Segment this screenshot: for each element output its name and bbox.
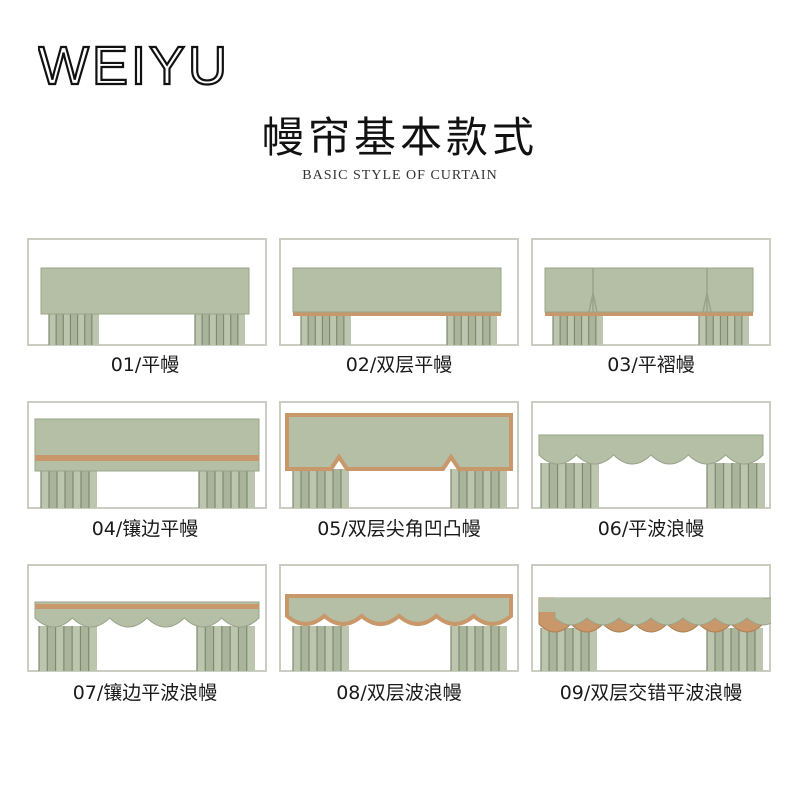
left-drape — [40, 467, 97, 508]
brand-logo: WEIYU — [37, 35, 238, 97]
style-card-01 — [27, 238, 267, 346]
style-label-08: 08/双层波浪幔 — [336, 682, 462, 704]
valance-top — [539, 598, 763, 612]
left-drape — [552, 310, 603, 345]
style-label-03: 03/平褶幔 — [607, 354, 695, 376]
left-drape — [292, 626, 349, 671]
left-drape — [540, 628, 597, 671]
right-drape — [196, 626, 255, 671]
valance-panel — [538, 434, 764, 465]
style-label-07: 07/镶边平波浪幔 — [72, 682, 218, 704]
valance-panel — [40, 267, 250, 315]
left-drape — [540, 463, 599, 508]
page-title: 幔帘基本款式 — [261, 113, 538, 162]
style-label-06: 06/平波浪幔 — [597, 518, 705, 540]
style-label-09: 09/双层交错平波浪幔 — [559, 682, 743, 704]
style-card-03 — [531, 238, 771, 346]
right-drape — [450, 626, 507, 671]
right-drape — [194, 310, 245, 345]
valance-panel — [292, 267, 502, 313]
pleat-line — [588, 268, 598, 313]
right-drape — [706, 463, 765, 508]
trim-band — [35, 604, 259, 609]
trim-layer — [293, 312, 501, 316]
trim-layer — [545, 312, 753, 316]
pleat-line — [702, 268, 712, 313]
style-card-04 — [27, 401, 267, 509]
left-drape — [48, 310, 99, 345]
style-label-05: 05/双层尖角凹凸幔 — [317, 518, 481, 540]
style-card-06 — [531, 401, 771, 509]
left-drape — [38, 626, 97, 671]
valance-panel — [285, 413, 513, 471]
style-card-07 — [27, 564, 267, 672]
right-drape — [706, 628, 763, 671]
right-drape — [198, 467, 255, 508]
style-card-05 — [279, 401, 519, 509]
trim-band — [35, 455, 259, 461]
valance-panel — [544, 267, 754, 313]
valance-panel — [285, 594, 513, 626]
style-card-08 — [279, 564, 519, 672]
page-subtitle: BASIC STYLE OF CURTAIN — [302, 168, 498, 183]
brand-logo-text: WEIYU — [38, 40, 230, 90]
left-drape — [292, 469, 349, 508]
right-drape — [450, 469, 507, 508]
style-card-02 — [279, 238, 519, 346]
style-card-09 — [531, 564, 771, 672]
style-label-02: 02/双层平幔 — [345, 354, 453, 376]
style-label-04: 04/镶边平幔 — [91, 518, 199, 540]
valance-panel — [34, 418, 260, 472]
style-label-01: 01/平幔 — [110, 354, 180, 376]
right-drape — [698, 310, 749, 345]
